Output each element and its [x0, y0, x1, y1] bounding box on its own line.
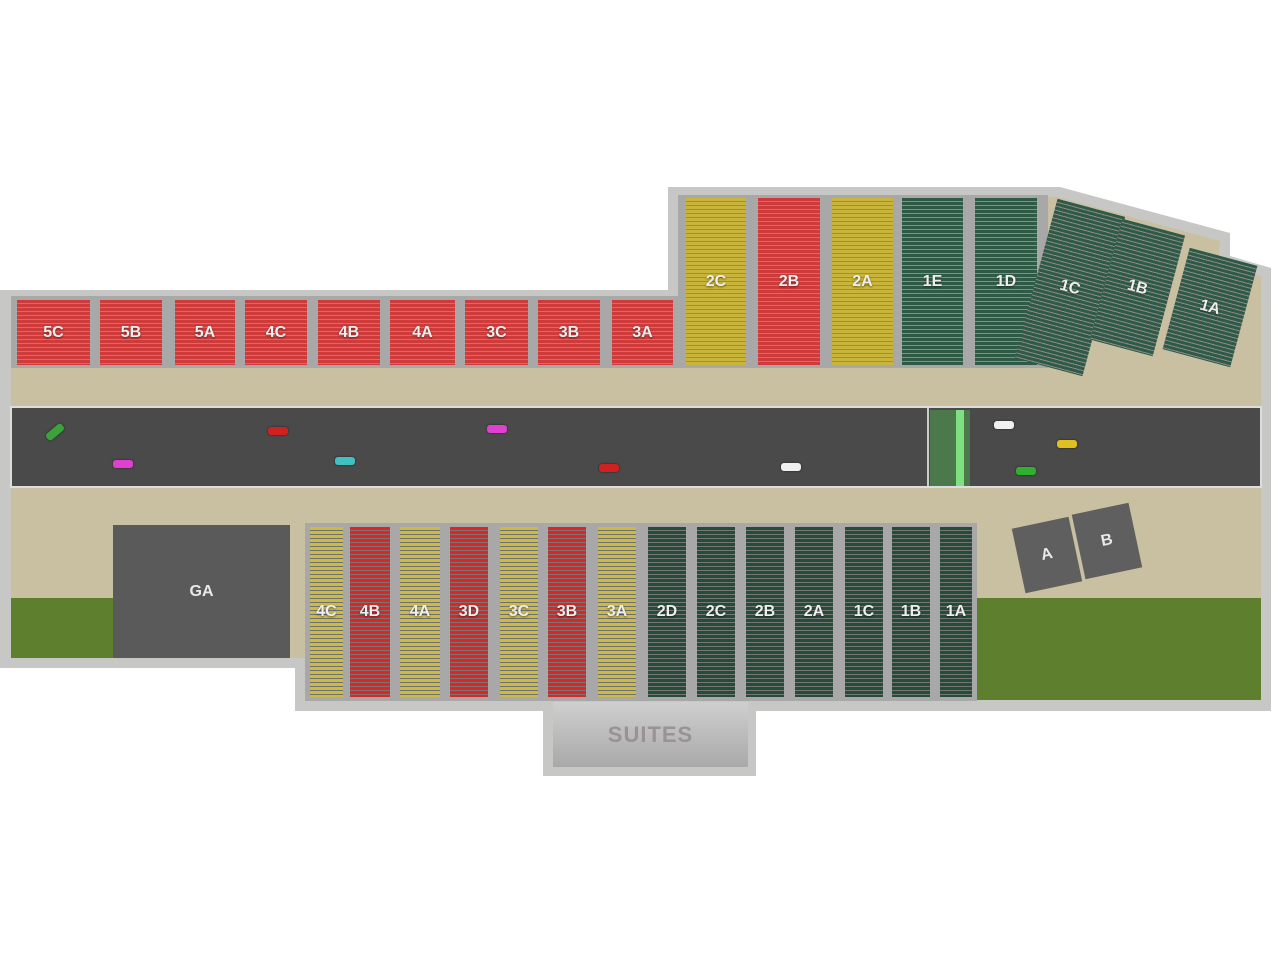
race-car [268, 427, 288, 435]
section-top-5b[interactable]: 5B [100, 300, 162, 365]
grass-right [975, 598, 1261, 700]
race-car [599, 464, 619, 472]
ga-area[interactable]: GA [113, 525, 290, 658]
race-car [1016, 467, 1036, 475]
section-bottom-2a[interactable]: 2A [795, 527, 833, 697]
section-bottom-3b[interactable]: 3B [548, 527, 586, 697]
checkered-line [956, 410, 964, 486]
drag-strip [10, 406, 1262, 488]
section-bottom-4c[interactable]: 4C [310, 527, 343, 697]
section-top-1e[interactable]: 1E [902, 198, 963, 365]
section-top-3c[interactable]: 3C [465, 300, 528, 365]
race-car [487, 425, 507, 433]
section-top-4c[interactable]: 4C [245, 300, 307, 365]
section-top-2c[interactable]: 2C [686, 198, 746, 365]
section-top-3b[interactable]: 3B [538, 300, 600, 365]
section-top-4a[interactable]: 4A [390, 300, 455, 365]
section-top-5a[interactable]: 5A [175, 300, 235, 365]
section-top-4b[interactable]: 4B [318, 300, 380, 365]
section-bottom-4b[interactable]: 4B [350, 527, 390, 697]
grass-left [11, 598, 113, 658]
race-car [1057, 440, 1077, 448]
race-car [781, 463, 801, 471]
section-top-5c[interactable]: 5C [17, 300, 90, 365]
section-bottom-1c[interactable]: 1C [845, 527, 883, 697]
section-top-2a[interactable]: 2A [832, 198, 893, 365]
section-bottom-1b[interactable]: 1B [892, 527, 930, 697]
section-bottom-3c[interactable]: 3C [500, 527, 538, 697]
section-bottom-2b[interactable]: 2B [746, 527, 784, 697]
section-bottom-4a[interactable]: 4A [400, 527, 440, 697]
section-top-2b[interactable]: 2B [758, 198, 820, 365]
race-car [113, 460, 133, 468]
section-bottom-2d[interactable]: 2D [648, 527, 686, 697]
section-bottom-2c[interactable]: 2C [697, 527, 735, 697]
race-car [994, 421, 1014, 429]
section-bottom-3d[interactable]: 3D [450, 527, 488, 697]
suites-area[interactable]: SUITES [553, 702, 748, 767]
race-car [335, 457, 355, 465]
section-bottom-3a[interactable]: 3A [598, 527, 636, 697]
section-bottom-1a[interactable]: 1A [940, 527, 972, 697]
section-top-3a[interactable]: 3A [612, 300, 673, 365]
